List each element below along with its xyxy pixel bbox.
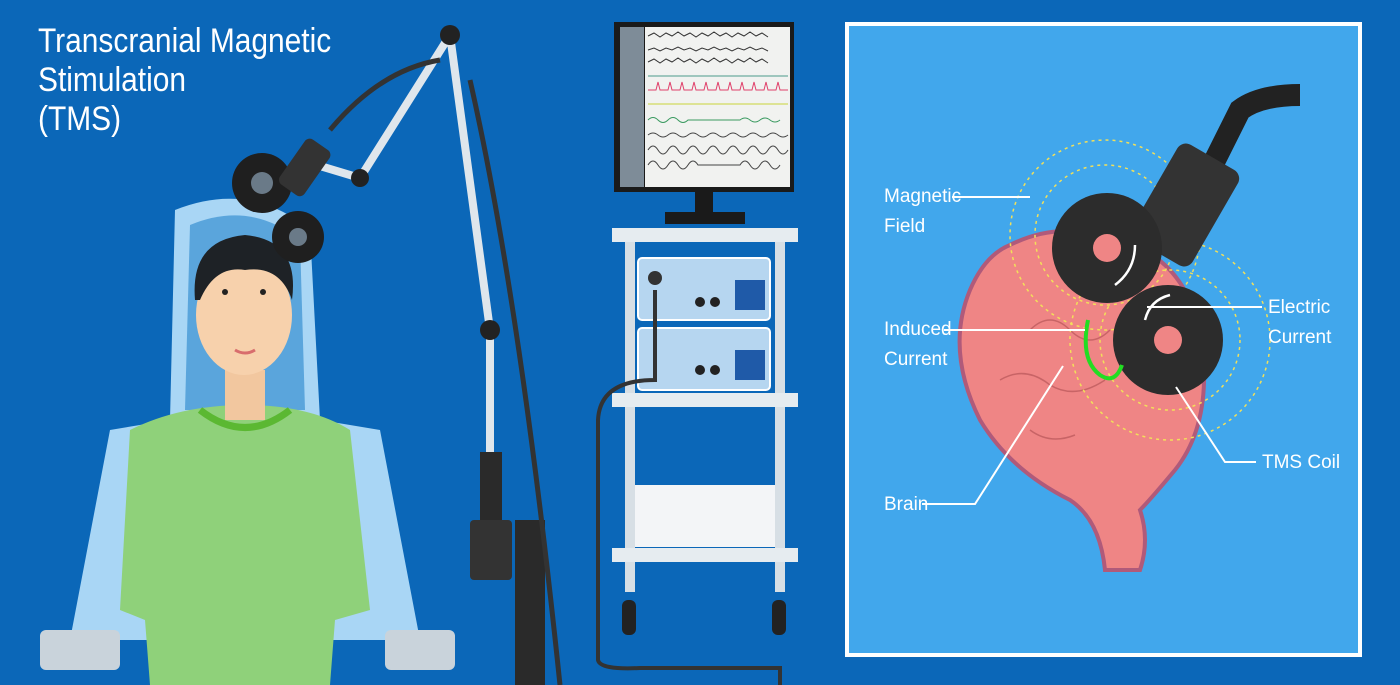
coil-stand: [232, 25, 563, 685]
induced-current-icon: [1083, 319, 1124, 381]
svg-text:Electric: Electric: [1268, 297, 1330, 318]
svg-text:Magnetic: Magnetic: [884, 186, 961, 207]
label-induced-current: Induced Current: [884, 319, 1085, 370]
svg-text:TMS Coil: TMS Coil: [1262, 452, 1340, 473]
title-line-3: (TMS): [38, 100, 122, 138]
svg-text:Current: Current: [884, 349, 948, 370]
svg-text:Current: Current: [1268, 327, 1332, 348]
label-tms-coil: TMS Coil: [1175, 386, 1340, 473]
svg-text:Field: Field: [884, 216, 925, 237]
tms-diagram-panel: Magnetic Field Induced Current Electric …: [845, 22, 1362, 657]
eeg-monitor: [614, 22, 794, 224]
patient: [120, 235, 370, 685]
svg-text:Brain: Brain: [884, 494, 928, 515]
page-title: Transcranial Magnetic Stimulation (TMS): [38, 22, 331, 139]
svg-text:Induced: Induced: [884, 319, 952, 340]
label-electric-current: Electric Current: [1147, 297, 1332, 348]
label-brain: Brain: [884, 365, 1064, 515]
title-line-1: Transcranial Magnetic: [38, 22, 332, 60]
title-line-2: Stimulation: [38, 61, 187, 99]
tms-coil: [1052, 84, 1301, 395]
equipment-cart: [596, 228, 798, 685]
label-magnetic-field: Magnetic Field: [884, 186, 1030, 237]
